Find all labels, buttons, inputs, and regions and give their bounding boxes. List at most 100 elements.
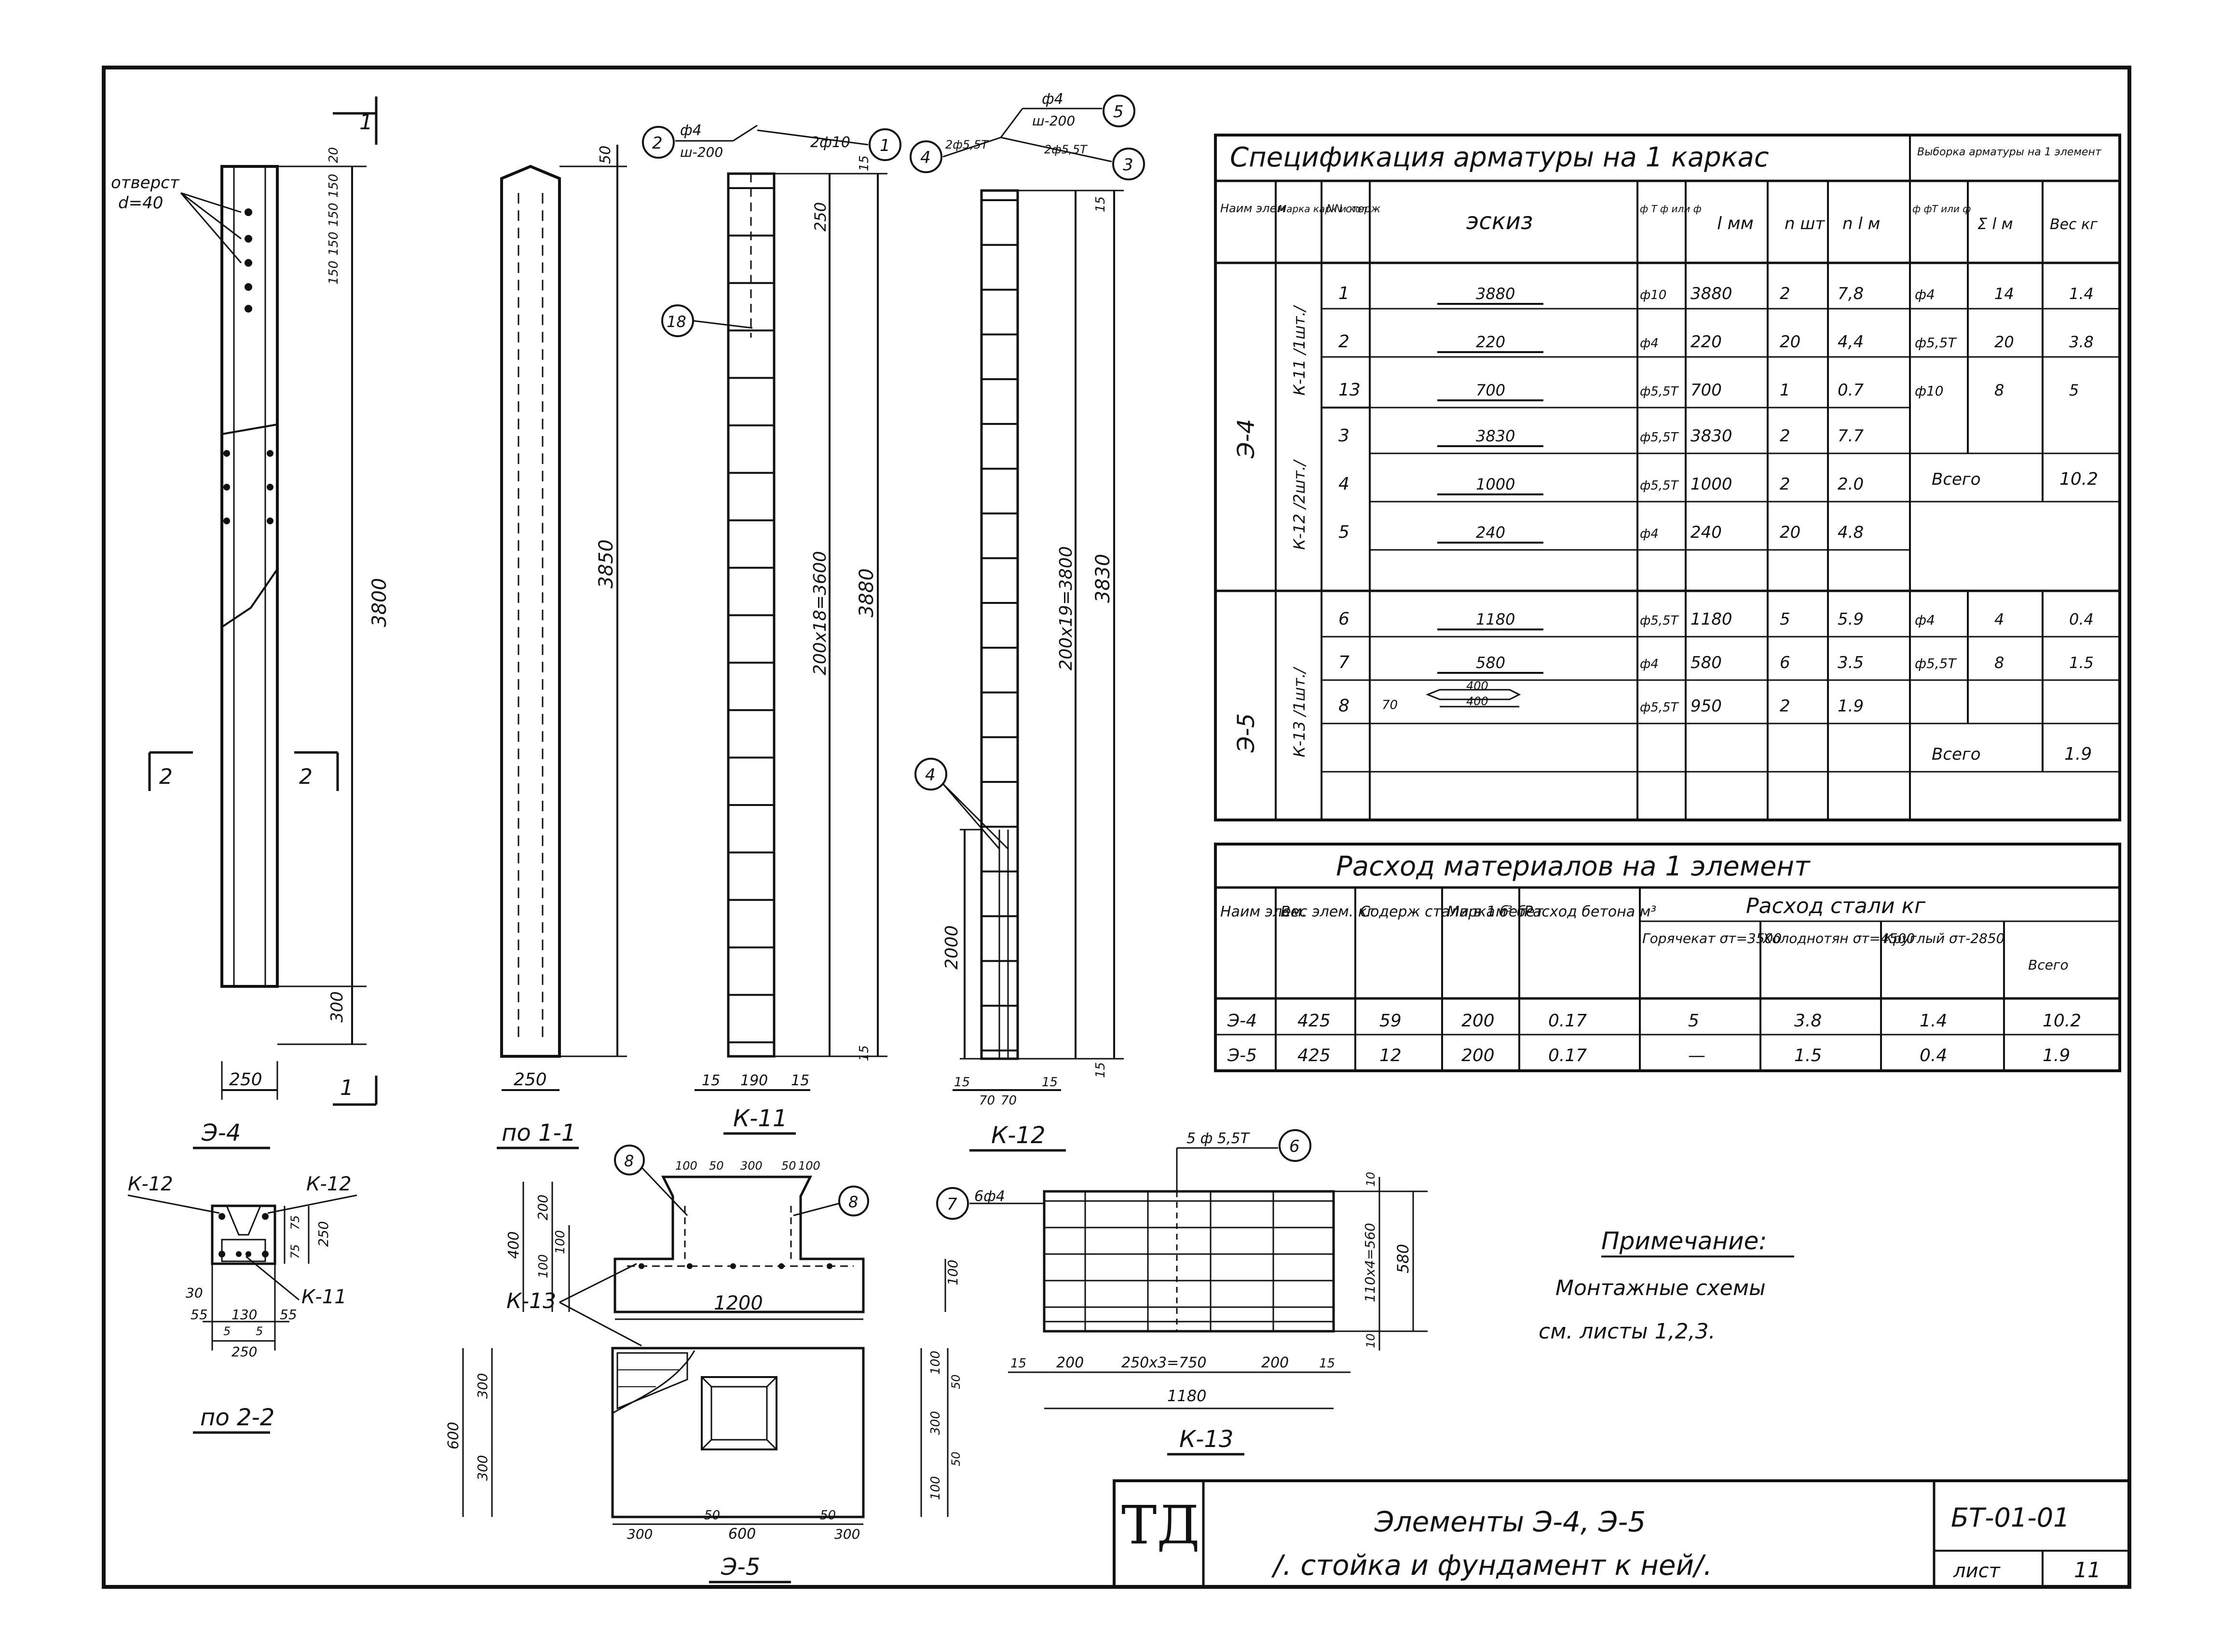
spec-row-diameter: ф5,5Т [1640, 614, 1679, 628]
s22-dim-3: 55 [280, 1307, 297, 1323]
spec-sample-weight: 5 [2069, 381, 2079, 399]
spec-row-num: 8 [1338, 696, 1350, 716]
k11-callout-1 [869, 128, 901, 161]
spec-row-length: 3880 [1690, 284, 1732, 303]
e4-column-outline [220, 165, 279, 988]
s22-dim-5: 5 [256, 1324, 263, 1338]
materials-header: Наим элем. [1220, 903, 1307, 920]
spec-row-diameter: ф5,5Т [1640, 430, 1679, 445]
spec-row-sketch: 580 [1476, 654, 1505, 672]
spec-row-total-len: 4.8 [1838, 523, 1864, 542]
spec-row-total-len: 4,4 [1838, 332, 1864, 352]
spec-h-3: эскиз [1466, 208, 1533, 235]
materials-header: Горячекат σт=3500 [1642, 930, 1782, 946]
spec-row-total-len: 7,8 [1838, 284, 1864, 303]
e5-plan-right-3: 50 [949, 1451, 963, 1466]
spec-row-num: 6 [1338, 609, 1350, 629]
spec-sample-length: 8 [1994, 654, 2004, 672]
e5-top-0: 100 [675, 1159, 697, 1173]
e5-top-1: 50 [709, 1159, 724, 1173]
spec-row-length: 950 [1690, 696, 1722, 716]
spec-row-qty: 20 [1780, 332, 1800, 352]
title-block: ТД Элементы Э-4, Э-5 /. стойка и фундаме… [1113, 1479, 2131, 1588]
section-1-1-view: 3850 50 250 по 1-1 [497, 145, 627, 1149]
k11-bottom-0: 15 [702, 1072, 720, 1089]
k11-top: 250 [811, 202, 830, 232]
note-line2: см. листы 1,2,3. [1539, 1319, 1716, 1344]
materials-steel-group: Расход стали кг [1746, 894, 1926, 918]
spec-row-length: 1180 [1690, 610, 1732, 629]
materials-cell: 1.4 [1920, 1011, 1947, 1031]
k13-bottom-3: 200 [1261, 1354, 1289, 1371]
spec-row-total-len: 2.0 [1838, 475, 1864, 494]
note-title: Примечание: [1601, 1227, 1767, 1255]
k13-title: К-13 [1179, 1426, 1233, 1453]
e4-spacing-2: 150 [327, 203, 341, 227]
k11-length: 3880 [856, 568, 878, 617]
element-e5-view: 8 8 100 50 300 50 100 400 200 100 100 10… [445, 1145, 963, 1584]
k12-bottom-3: 15 [1042, 1075, 1058, 1090]
k13-bottom-0: 15 [1010, 1356, 1026, 1371]
k13-bottom-2: 250x3=750 [1121, 1354, 1207, 1371]
k12-top-off: 15 [1093, 196, 1108, 212]
materials-cell: Э-5 [1227, 1046, 1257, 1065]
section-mark-1-top: 1 [359, 110, 373, 135]
e5-callout-8a [614, 1145, 645, 1175]
materials-cell: 200 [1461, 1011, 1495, 1031]
spec-row-diameter: ф4 [1640, 336, 1659, 351]
frame-k11-view: 18 2 1 ф4 ш-200 2ф10 250 15 200x18=3600 … [642, 122, 901, 1135]
materials-cell: 1.9 [2043, 1046, 2070, 1065]
e5-plan-right-1: 50 [949, 1374, 963, 1389]
section-1-1-width: 250 [514, 1070, 547, 1090]
k13-bars [1044, 1191, 1334, 1331]
spec-row-num: 1 [1338, 284, 1350, 303]
spec-row-total-len: 1.9 [1838, 696, 1864, 716]
title-sheet-label: лист [1953, 1560, 2001, 1582]
k12-callout-4-lower [914, 758, 947, 791]
spec-sample-weight: 0.4 [2069, 610, 2094, 628]
spec-row-diameter: ф5,5Т [1640, 384, 1679, 399]
spec-row-diameter: ф5,5Т [1640, 478, 1679, 493]
spec-group-e5: Э-5 [1233, 713, 1260, 753]
k12-stirrups [981, 199, 1018, 1051]
hole-note-1: отверст [111, 173, 180, 192]
e5-top-4: 100 [798, 1159, 820, 1173]
title-line2: /. стойка и фундамент к ней/. [1271, 1549, 1712, 1582]
s22-dim-8: 75 [288, 1244, 302, 1259]
k12-lower: 2000 [942, 925, 962, 969]
frame-k12-view: 4 5 3 4 ф4 ш-200 2ф5,5Т 2ф5,5Т 200x19=38… [910, 91, 1145, 1152]
section-2-2-outline [211, 1204, 276, 1265]
k13-bar7: 6ф4 [974, 1188, 1005, 1205]
k11-pitch: 200x18=3600 [810, 551, 830, 675]
k11-title: К-11 [733, 1105, 787, 1132]
spec-row-length: 220 [1690, 332, 1722, 352]
spec-total-1-label: Всего [1932, 470, 1981, 489]
k11-stirrups [728, 174, 774, 1043]
e5-left-0: 400 [505, 1231, 522, 1259]
k11-bar2-bot: ш-200 [680, 144, 723, 160]
materials-header: Круглый σт-2850 [1883, 930, 2004, 946]
spec-row-8-a: 400 [1466, 679, 1488, 693]
spec-sample-diameter: ф4 [1915, 287, 1935, 302]
k12-callout-4 [910, 140, 942, 173]
k11-callout-1-text: 1 [880, 136, 890, 155]
section-2-2-k12b: К-12 [306, 1173, 352, 1195]
k11-callout-2-text: 2 [652, 134, 663, 153]
materials-cell: 5 [1688, 1011, 1699, 1031]
k13-callout-6 [1279, 1129, 1311, 1162]
spec-title: Спецификация арматуры на 1 каркас [1230, 142, 1769, 173]
spec-row-diameter: ф5,5Т [1640, 700, 1679, 715]
e5-plan-outline [611, 1347, 865, 1518]
k12-bar4: 2ф5,5Т [945, 138, 989, 151]
e5-callout-8b-text: 8 [848, 1193, 858, 1211]
k12-title: К-12 [991, 1122, 1045, 1149]
sheet-border [102, 66, 2131, 1589]
materials-header: Марка бет [1447, 903, 1527, 920]
k12-bottom-2: 70 [1001, 1093, 1017, 1108]
k12-bottom-1: 70 [979, 1093, 995, 1108]
materials-table-frame [1214, 843, 2121, 1072]
e5-plan-bottom-0: 300 [627, 1526, 653, 1542]
materials-header: Расход бетона м³ [1524, 903, 1656, 920]
